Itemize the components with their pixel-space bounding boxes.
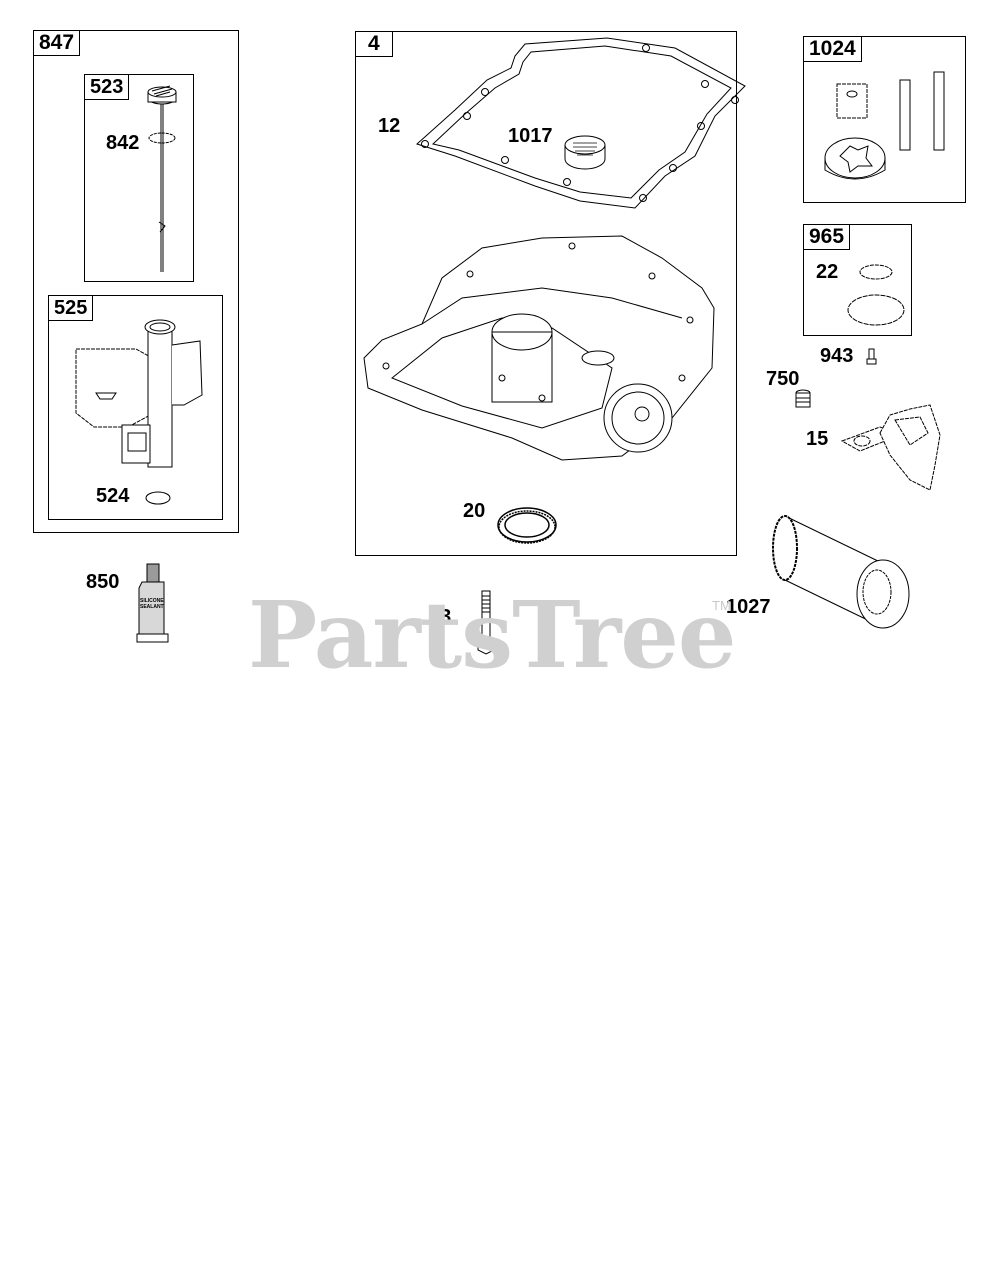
screw-750-icon[interactable] [866, 348, 878, 366]
group-965-frame: 965 [803, 224, 912, 336]
o-ring-943-icon[interactable] [858, 263, 898, 281]
dipstick-tube-icon[interactable] [72, 315, 212, 475]
bracket-43-icon[interactable] [840, 405, 950, 500]
callout-842[interactable]: 842 [106, 132, 140, 154]
group-523-frame: 523 [84, 74, 194, 282]
callout-524[interactable]: 524 [96, 485, 130, 507]
group-4-frame: 4 [355, 31, 737, 556]
watermark-trademark: TM [712, 598, 731, 613]
plug-15-icon[interactable] [793, 388, 813, 412]
group-4-label[interactable]: 4 [355, 31, 393, 57]
callout-1027[interactable]: 1027 [726, 596, 771, 618]
group-965-label[interactable]: 965 [803, 224, 851, 250]
dipstick-icon[interactable] [140, 82, 190, 282]
sealant-tube-icon[interactable] [136, 562, 170, 644]
group-847-label[interactable]: 847 [33, 30, 81, 56]
sealant-tube-text: SILICONE SEALANT [140, 598, 164, 610]
callout-22[interactable]: 43 [429, 606, 452, 628]
callout-20[interactable]: 20 [463, 500, 486, 522]
oil-seal-icon[interactable] [496, 505, 560, 547]
oil-pump-rotor-kit-icon[interactable] [820, 70, 960, 195]
sump-gasket-icon[interactable] [415, 36, 735, 236]
sump-housing-icon[interactable] [362, 228, 732, 473]
callout-15[interactable]: 750 [766, 368, 800, 390]
group-525-frame: 525 [48, 295, 223, 520]
oil-screen-icon[interactable] [561, 133, 611, 171]
group-847-frame: 847 [33, 30, 239, 533]
partstree-watermark: PartsTree [248, 581, 736, 689]
callout-1017[interactable]: 1017 [508, 125, 553, 147]
o-ring-524-icon[interactable] [144, 490, 174, 506]
group-1024-label[interactable]: 1024 [803, 36, 862, 62]
oil-filter-icon[interactable] [765, 508, 915, 633]
callout-943[interactable]: 22 [816, 261, 839, 283]
callout-850[interactable]: 850 [86, 571, 120, 593]
callout-12[interactable]: 12 [378, 115, 401, 137]
group-1024-frame: 1024 [803, 36, 966, 203]
group-523-label[interactable]: 523 [84, 74, 130, 100]
bolt-22-icon[interactable] [476, 590, 496, 656]
callout-43[interactable]: 15 [806, 428, 829, 450]
group-525-label[interactable]: 525 [48, 295, 94, 321]
cover-plate-icon[interactable] [846, 294, 908, 328]
callout-750[interactable]: 943 [820, 345, 854, 367]
